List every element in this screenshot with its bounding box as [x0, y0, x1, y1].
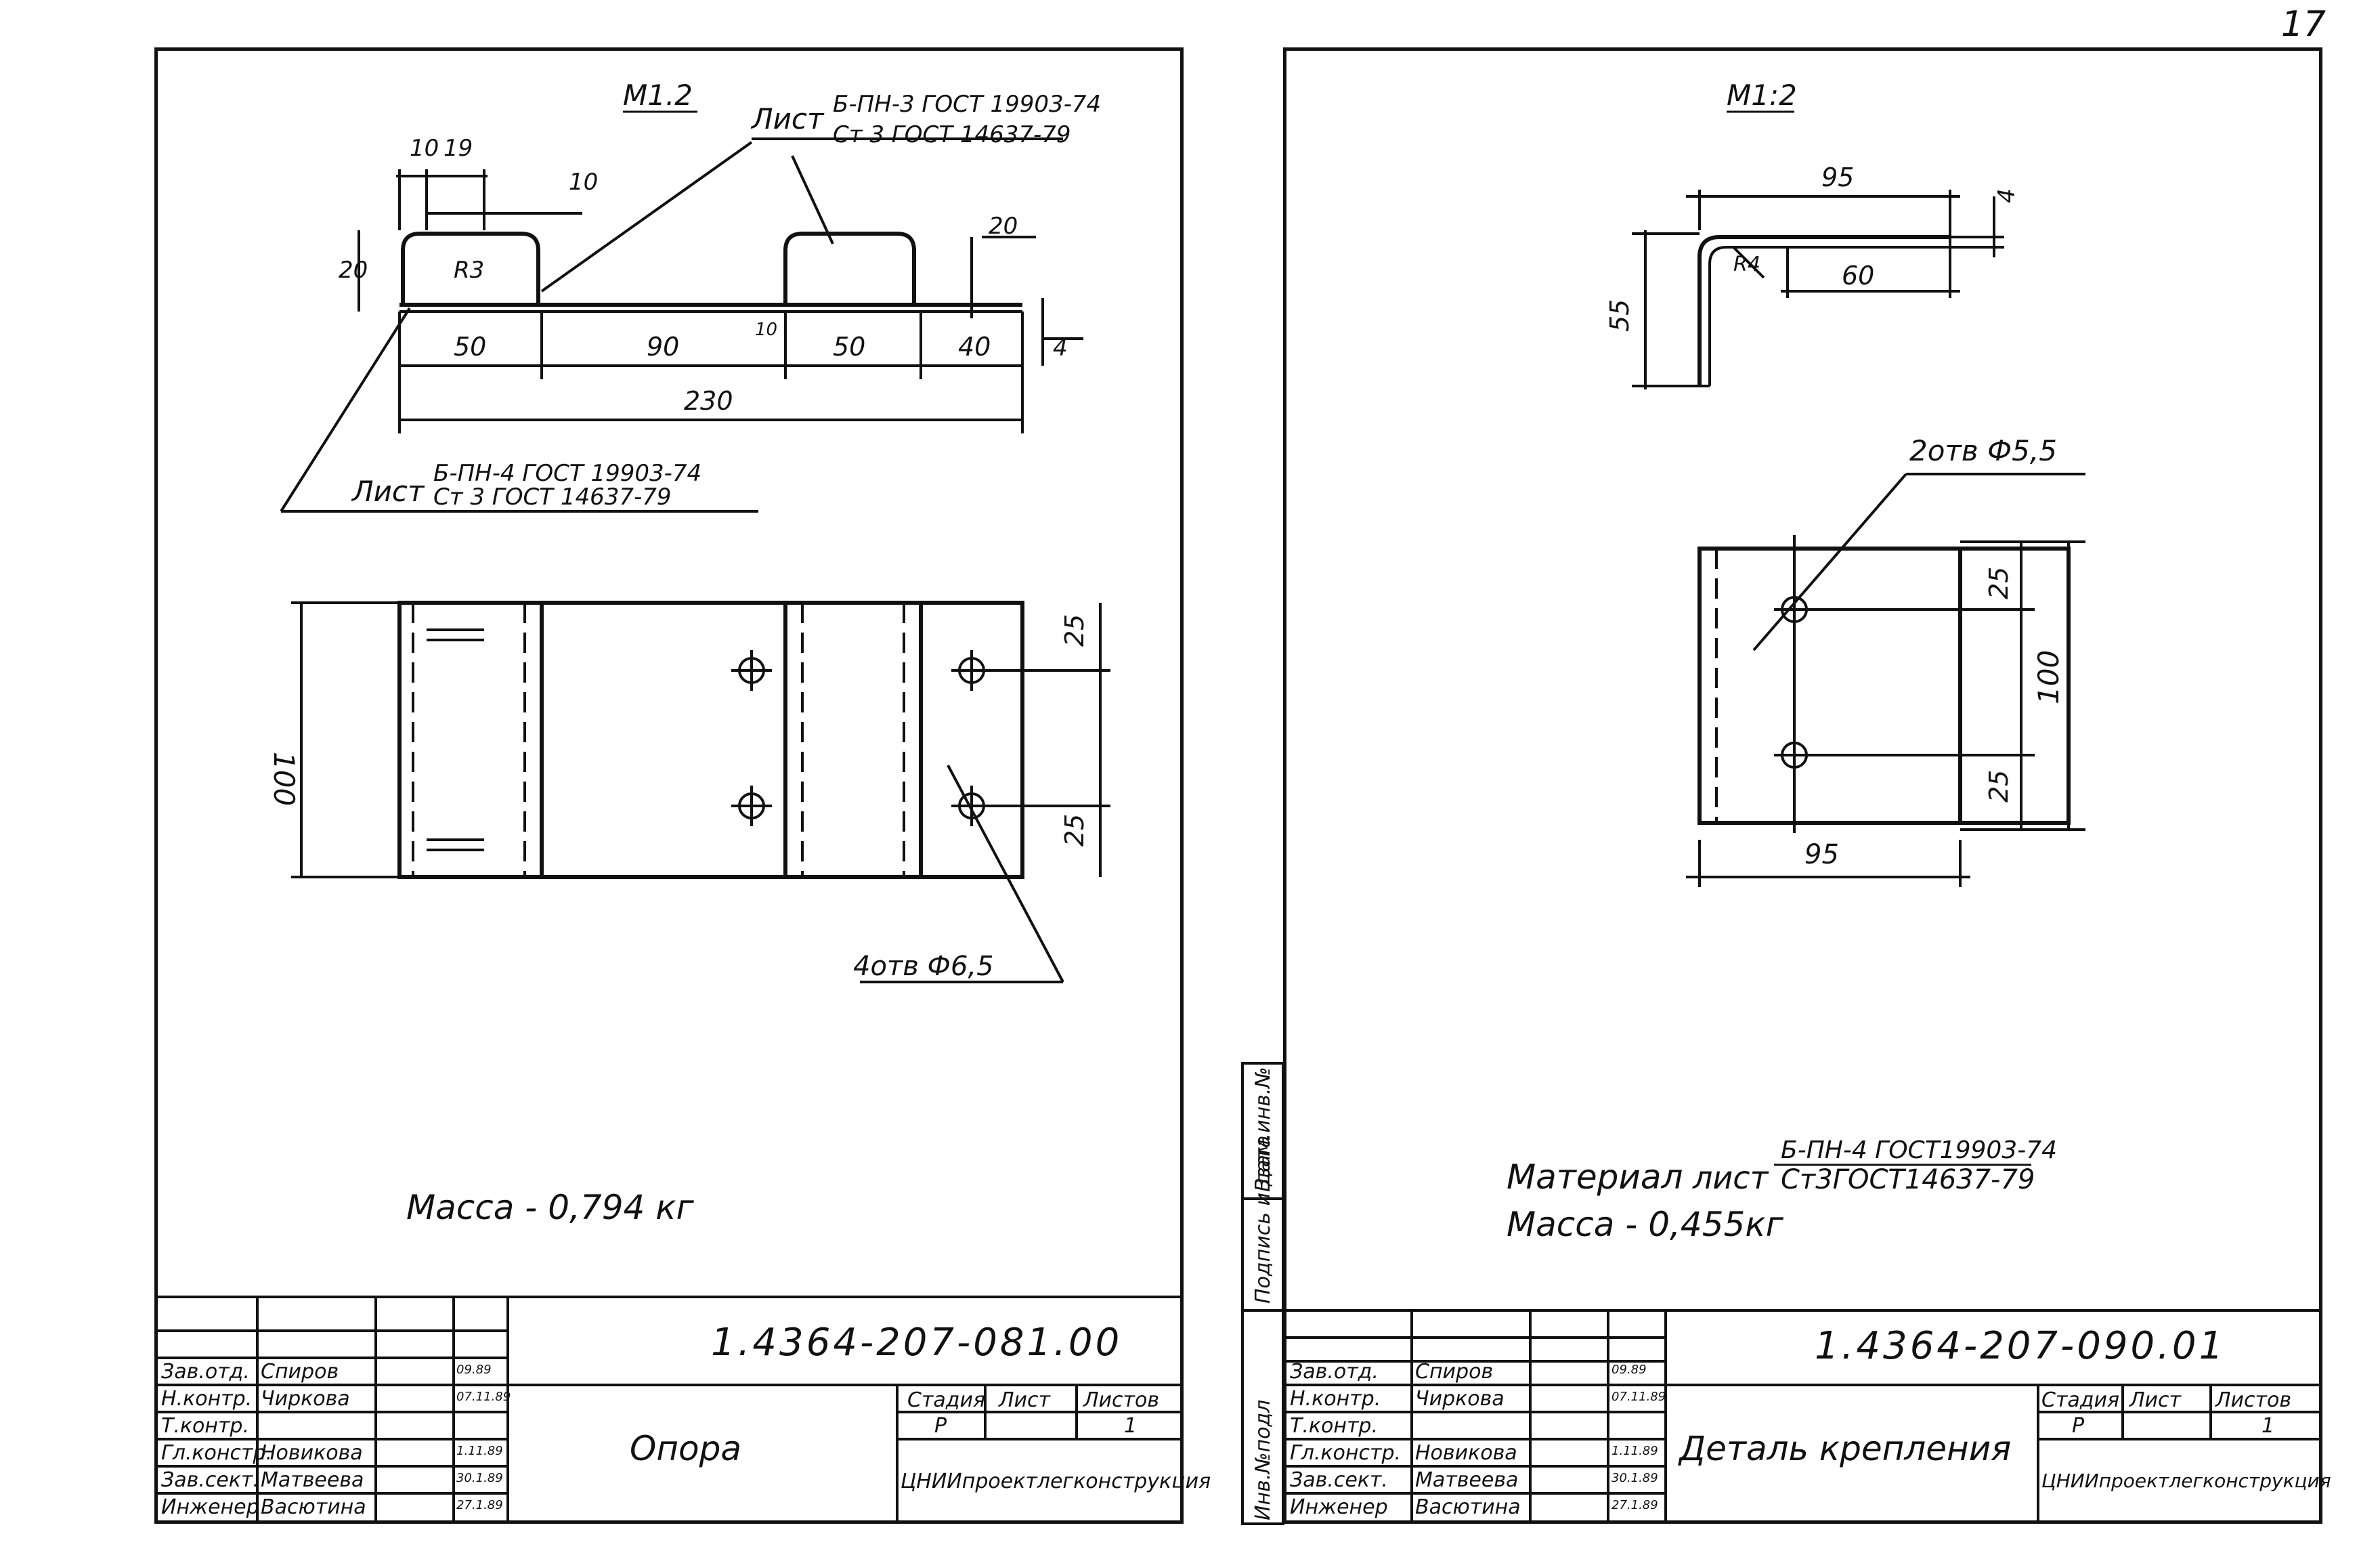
right-part-name: Деталь крепления — [1679, 1429, 2012, 1468]
left-dim-50a: 50 — [454, 332, 486, 362]
right-name-6: Васютина — [1415, 1495, 1521, 1519]
left-callout-top-denominator: Ст 3 ГОСТ 14637-79 — [833, 121, 1071, 148]
left-dim-10c: 10 — [755, 320, 777, 340]
right-scale: M1:2 — [1727, 79, 1797, 112]
left-date-2: 07.11.89 — [456, 1390, 511, 1404]
left-role-3: Т.контр. — [161, 1414, 250, 1438]
left-sheets-value: 1 — [1124, 1414, 1138, 1438]
left-dim-20a: 20 — [339, 257, 368, 284]
left-sheets-label: Листов — [1083, 1388, 1160, 1412]
left-name-4: Новикова — [261, 1441, 363, 1465]
right-material-denominator: Ст3ГОСТ14637-79 — [1781, 1164, 2035, 1195]
left-role-1: Зав.отд. — [161, 1360, 250, 1384]
left-date-6: 27.1.89 — [456, 1498, 503, 1512]
left-dim-10b: 10 — [569, 169, 598, 196]
left-name-5: Матвеева — [261, 1468, 364, 1492]
right-sheets-value: 1 — [2262, 1414, 2275, 1438]
right-dim-100: 100 — [2032, 650, 2065, 704]
right-role-1: Зав.отд. — [1290, 1360, 1379, 1384]
right-name-5: Матвеева — [1415, 1468, 1519, 1492]
left-role-4: Гл.констр. — [161, 1441, 273, 1465]
right-date-2: 07.11.89 — [1611, 1390, 1666, 1404]
left-holes: 4отв Ф6,5 — [853, 951, 994, 982]
right-doc-code: 1.4364-207-090.01 — [1815, 1324, 2226, 1368]
left-sheet-label: Лист — [999, 1388, 1051, 1412]
right-stage-value: Р — [2072, 1414, 2085, 1438]
side-label-inv: Инв.№подл — [1251, 1399, 1275, 1520]
left-role-6: Инженер — [161, 1495, 259, 1519]
left-dim-4: 4 — [1053, 335, 1068, 362]
side-label-replace: Взам.инв.№ — [1251, 1067, 1275, 1192]
left-stage-label: Стадия — [907, 1388, 986, 1412]
left-callout-bottom-denominator: Ст 3 ГОСТ 14637-79 — [433, 484, 672, 511]
left-doc-code: 1.4364-207-081.00 — [711, 1321, 1123, 1365]
right-date-5: 30.1.89 — [1611, 1471, 1658, 1485]
right-role-6: Инженер — [1290, 1495, 1388, 1519]
right-dim-25a: 25 — [1984, 567, 2014, 599]
left-dim-50b: 50 — [833, 332, 865, 362]
right-org: ЦНИИпроектлегконструкция — [2041, 1470, 2331, 1492]
right-dim-r4: R4 — [1733, 253, 1760, 276]
right-sheet — [1283, 47, 2322, 1524]
left-dim-10a: 10 — [410, 135, 439, 162]
left-role-5: Зав.сект. — [161, 1468, 259, 1492]
left-mass: Масса - 0,794 кг — [406, 1188, 694, 1227]
right-dim-95b: 95 — [1804, 839, 1839, 870]
right-date-6: 27.1.89 — [1611, 1498, 1658, 1512]
right-date-4: 1.11.89 — [1611, 1444, 1658, 1458]
left-callout-bottom-prefix: Лист — [351, 475, 425, 508]
left-dim-r3: R3 — [454, 257, 484, 284]
right-material-numerator: Б-ПН-4 ГОСТ19903-74 — [1781, 1136, 2057, 1164]
right-mass: Масса - 0,455кг — [1507, 1205, 1784, 1244]
left-dim-19: 19 — [443, 135, 473, 162]
right-dim-4: 4 — [1993, 188, 2020, 203]
left-stage-value: Р — [934, 1414, 947, 1438]
right-dim-95a: 95 — [1821, 163, 1854, 192]
right-material-label: Материал — [1507, 1157, 1683, 1197]
left-org: ЦНИИпроектлегконструкция — [901, 1470, 1211, 1493]
right-material-prefix: лист — [1692, 1159, 1769, 1196]
left-dim-100: 100 — [267, 752, 301, 806]
left-dim-25a: 25 — [1060, 614, 1089, 647]
left-dim-40: 40 — [958, 332, 991, 362]
right-role-4: Гл.констр. — [1290, 1441, 1402, 1465]
right-sheets-label: Листов — [2215, 1388, 2292, 1412]
left-date-1: 09.89 — [456, 1363, 492, 1377]
right-dim-55: 55 — [1605, 299, 1635, 332]
left-dim-230: 230 — [684, 386, 733, 416]
right-date-1: 09.89 — [1611, 1363, 1647, 1377]
right-role-2: Н.контр. — [1290, 1387, 1381, 1411]
left-name-1: Спиров — [261, 1360, 339, 1384]
right-name-4: Новикова — [1415, 1441, 1517, 1465]
left-callout-bottom-numerator: Б-ПН-4 ГОСТ 19903-74 — [433, 460, 701, 487]
right-dim-25b: 25 — [1984, 770, 2014, 803]
left-dim-20b: 20 — [989, 213, 1018, 240]
left-part-name: Опора — [630, 1429, 742, 1468]
left-callout-top-numerator: Б-ПН-3 ГОСТ 19903-74 — [833, 91, 1101, 118]
right-holes: 2отв Ф5,5 — [1909, 434, 2057, 467]
left-date-5: 30.1.89 — [456, 1471, 503, 1485]
right-name-2: Чиркова — [1415, 1387, 1505, 1411]
left-date-4: 1.11.89 — [456, 1444, 503, 1458]
left-scale: M1.2 — [623, 79, 693, 112]
right-role-5: Зав.сект. — [1290, 1468, 1388, 1492]
left-sheet — [154, 47, 1184, 1524]
right-dim-60: 60 — [1842, 261, 1874, 291]
left-name-6: Васютина — [261, 1495, 366, 1519]
left-role-2: Н.контр. — [161, 1387, 253, 1411]
left-callout-top-prefix: Лист — [750, 102, 825, 135]
left-dim-25b: 25 — [1060, 814, 1089, 847]
left-name-2: Чиркова — [261, 1387, 350, 1411]
left-dim-90: 90 — [647, 332, 679, 362]
right-stage-label: Стадия — [2041, 1388, 2120, 1412]
right-sheet-label: Лист — [2129, 1388, 2182, 1412]
right-name-1: Спиров — [1415, 1360, 1494, 1384]
right-role-3: Т.контр. — [1290, 1414, 1379, 1438]
page-number: 17 — [2280, 4, 2326, 45]
